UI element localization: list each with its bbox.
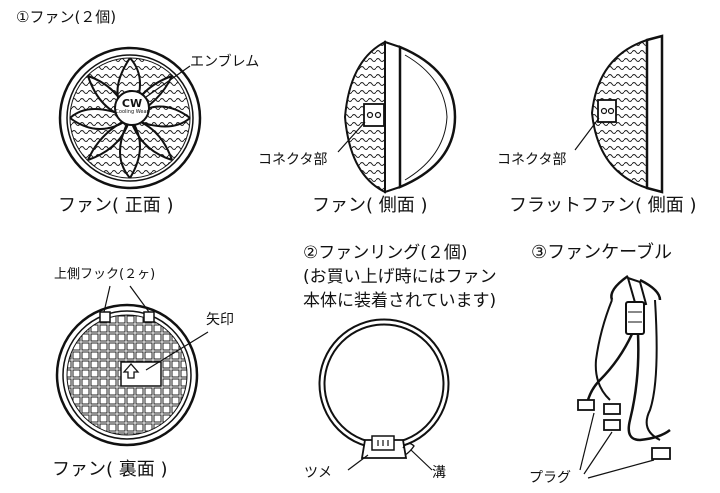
emblem-logo-text: Cooling Wear: [115, 109, 149, 115]
fan-ring-note-line1: (お買い上げ時にはファン: [303, 267, 497, 287]
caption-fan-back: ファン( 裏面 ): [52, 459, 168, 480]
flat-fan-side-illustration: [574, 34, 664, 194]
callout-claw: ツメ: [304, 465, 332, 481]
fan-cable-section-heading: ③ファンケーブル: [531, 242, 673, 263]
fan-ring-note-line2: 本体に装着されています): [303, 291, 497, 311]
emblem-logo: CW Cooling Wear: [114, 98, 150, 115]
fan-ring-illustration: [318, 318, 450, 471]
callout-connector-flat: コネクタ部: [497, 152, 567, 168]
fan-cable-illustration: [577, 274, 671, 479]
emblem-logo-mark: CW: [121, 97, 143, 110]
fan-section-heading: ①ファン(２個): [16, 8, 117, 26]
fan-back-illustration: [55, 285, 209, 447]
caption-fan-front: ファン( 正面 ): [58, 195, 174, 216]
callout-upper-hooks: 上側フック(２ヶ): [54, 267, 156, 282]
callout-plug: プラグ: [529, 470, 571, 486]
callout-connector-fan: コネクタ部: [258, 152, 328, 168]
callout-arrow-mark: 矢印: [206, 312, 234, 328]
caption-fan-side: ファン( 側面 ): [312, 195, 428, 216]
callout-emblem: エンブレム: [190, 54, 260, 70]
callout-groove: 溝: [432, 465, 446, 481]
fan-side-illustration: [337, 40, 457, 194]
fan-front-illustration: [58, 46, 202, 190]
fan-ring-section-heading: ②ファンリング(２個): [303, 243, 468, 263]
caption-flat-fan-side: フラットファン( 側面 ): [509, 195, 697, 216]
